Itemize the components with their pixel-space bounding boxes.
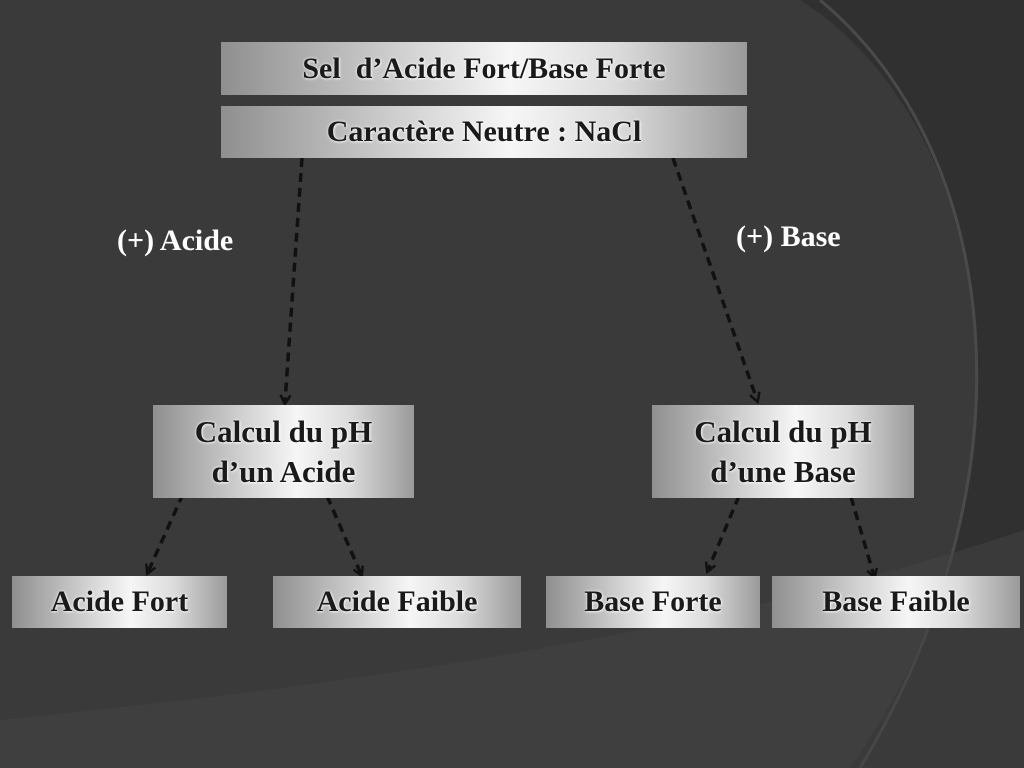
branch-label-base: (+) Base: [736, 220, 841, 253]
acid-node-line1: Calcul du pH: [194, 413, 373, 449]
leaf-base-faible-text: Base Faible: [822, 585, 970, 618]
acid-node-box: Calcul du pH d’un Acide: [153, 405, 414, 498]
base-node-line2: d’une Base: [710, 453, 856, 489]
acid-node-line2: d’un Acide: [211, 453, 356, 489]
background-arc-bottom: [0, 530, 1024, 768]
root-subtitle-text: Caractère Neutre : NaCl: [326, 115, 642, 148]
base-node-box: Calcul du pH d’une Base: [652, 405, 914, 498]
branch-label-acid: (+) Acide: [117, 224, 234, 257]
base-node-line1: Calcul du pH: [694, 413, 872, 449]
leaf-base-faible-box: Base Faible: [772, 576, 1020, 628]
leaf-acide-faible-text: Acide Faible: [316, 585, 478, 618]
root-subtitle-box: Caractère Neutre : NaCl: [221, 106, 747, 158]
leaf-acide-fort-box: Acide Fort: [12, 576, 227, 628]
root-title-box: Sel d’Acide Fort/Base Forte: [221, 42, 747, 95]
leaf-acide-fort-text: Acide Fort: [50, 585, 189, 618]
root-title-text: Sel d’Acide Fort/Base Forte: [302, 51, 666, 85]
leaf-acide-faible-box: Acide Faible: [273, 576, 521, 628]
leaf-base-forte-text: Base Forte: [584, 585, 722, 618]
leaf-base-forte-box: Base Forte: [546, 576, 760, 628]
